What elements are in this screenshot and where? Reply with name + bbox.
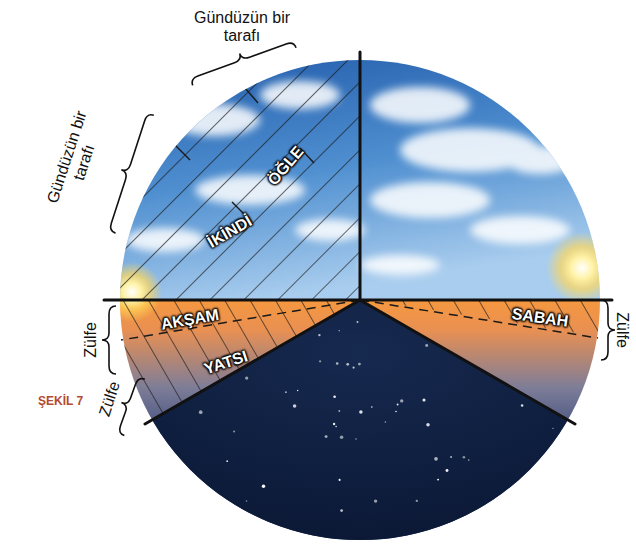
star	[434, 457, 438, 461]
noon-afternoon-hatching	[118, 58, 360, 300]
star	[355, 438, 357, 440]
star	[336, 362, 339, 365]
star	[416, 500, 418, 502]
star	[339, 330, 340, 331]
star	[426, 423, 430, 427]
bracket-label: Zülfe	[613, 312, 631, 348]
star	[339, 479, 341, 481]
star	[359, 410, 363, 414]
star	[385, 421, 387, 423]
axis-lines	[104, 52, 612, 424]
star	[358, 363, 361, 366]
night-wedge	[100, 300, 620, 544]
star	[226, 460, 228, 462]
star	[400, 399, 403, 402]
curly-braces	[102, 35, 615, 436]
star	[318, 334, 320, 336]
circle-fill	[100, 50, 620, 544]
star	[340, 436, 344, 440]
star	[395, 411, 396, 412]
star	[346, 363, 349, 366]
star	[446, 469, 449, 472]
star	[246, 500, 248, 502]
star	[374, 499, 377, 502]
star	[293, 404, 297, 408]
star	[333, 396, 336, 399]
star	[468, 459, 470, 461]
star	[425, 344, 428, 347]
bracket-label: Zülfe	[96, 379, 124, 419]
star	[521, 404, 524, 407]
star	[325, 435, 328, 438]
star	[262, 485, 265, 488]
star	[463, 456, 466, 459]
section-ticks	[175, 88, 314, 218]
bracket-label: Gündüzün bir tarafı	[192, 9, 292, 46]
star	[422, 398, 425, 401]
star	[245, 376, 248, 379]
figure-caption: ŞEKİL 7	[38, 395, 83, 409]
star	[450, 456, 452, 458]
star	[285, 391, 287, 393]
bracket-label: Gündüzün bir tarafı	[43, 107, 109, 213]
star	[319, 360, 321, 362]
star	[199, 410, 203, 414]
star	[352, 366, 354, 368]
star	[437, 479, 439, 481]
star	[233, 430, 235, 432]
dashed-dividers	[121, 300, 598, 340]
rising-sun	[546, 232, 618, 304]
star	[357, 321, 359, 323]
star	[371, 406, 373, 408]
star	[335, 426, 336, 427]
star	[338, 410, 340, 412]
star	[333, 423, 335, 425]
star	[552, 428, 553, 429]
star	[340, 509, 343, 512]
star	[297, 390, 298, 391]
star	[397, 404, 399, 406]
evening-night-hatching	[100, 300, 370, 460]
bracket-label: Zülfe	[82, 322, 100, 358]
